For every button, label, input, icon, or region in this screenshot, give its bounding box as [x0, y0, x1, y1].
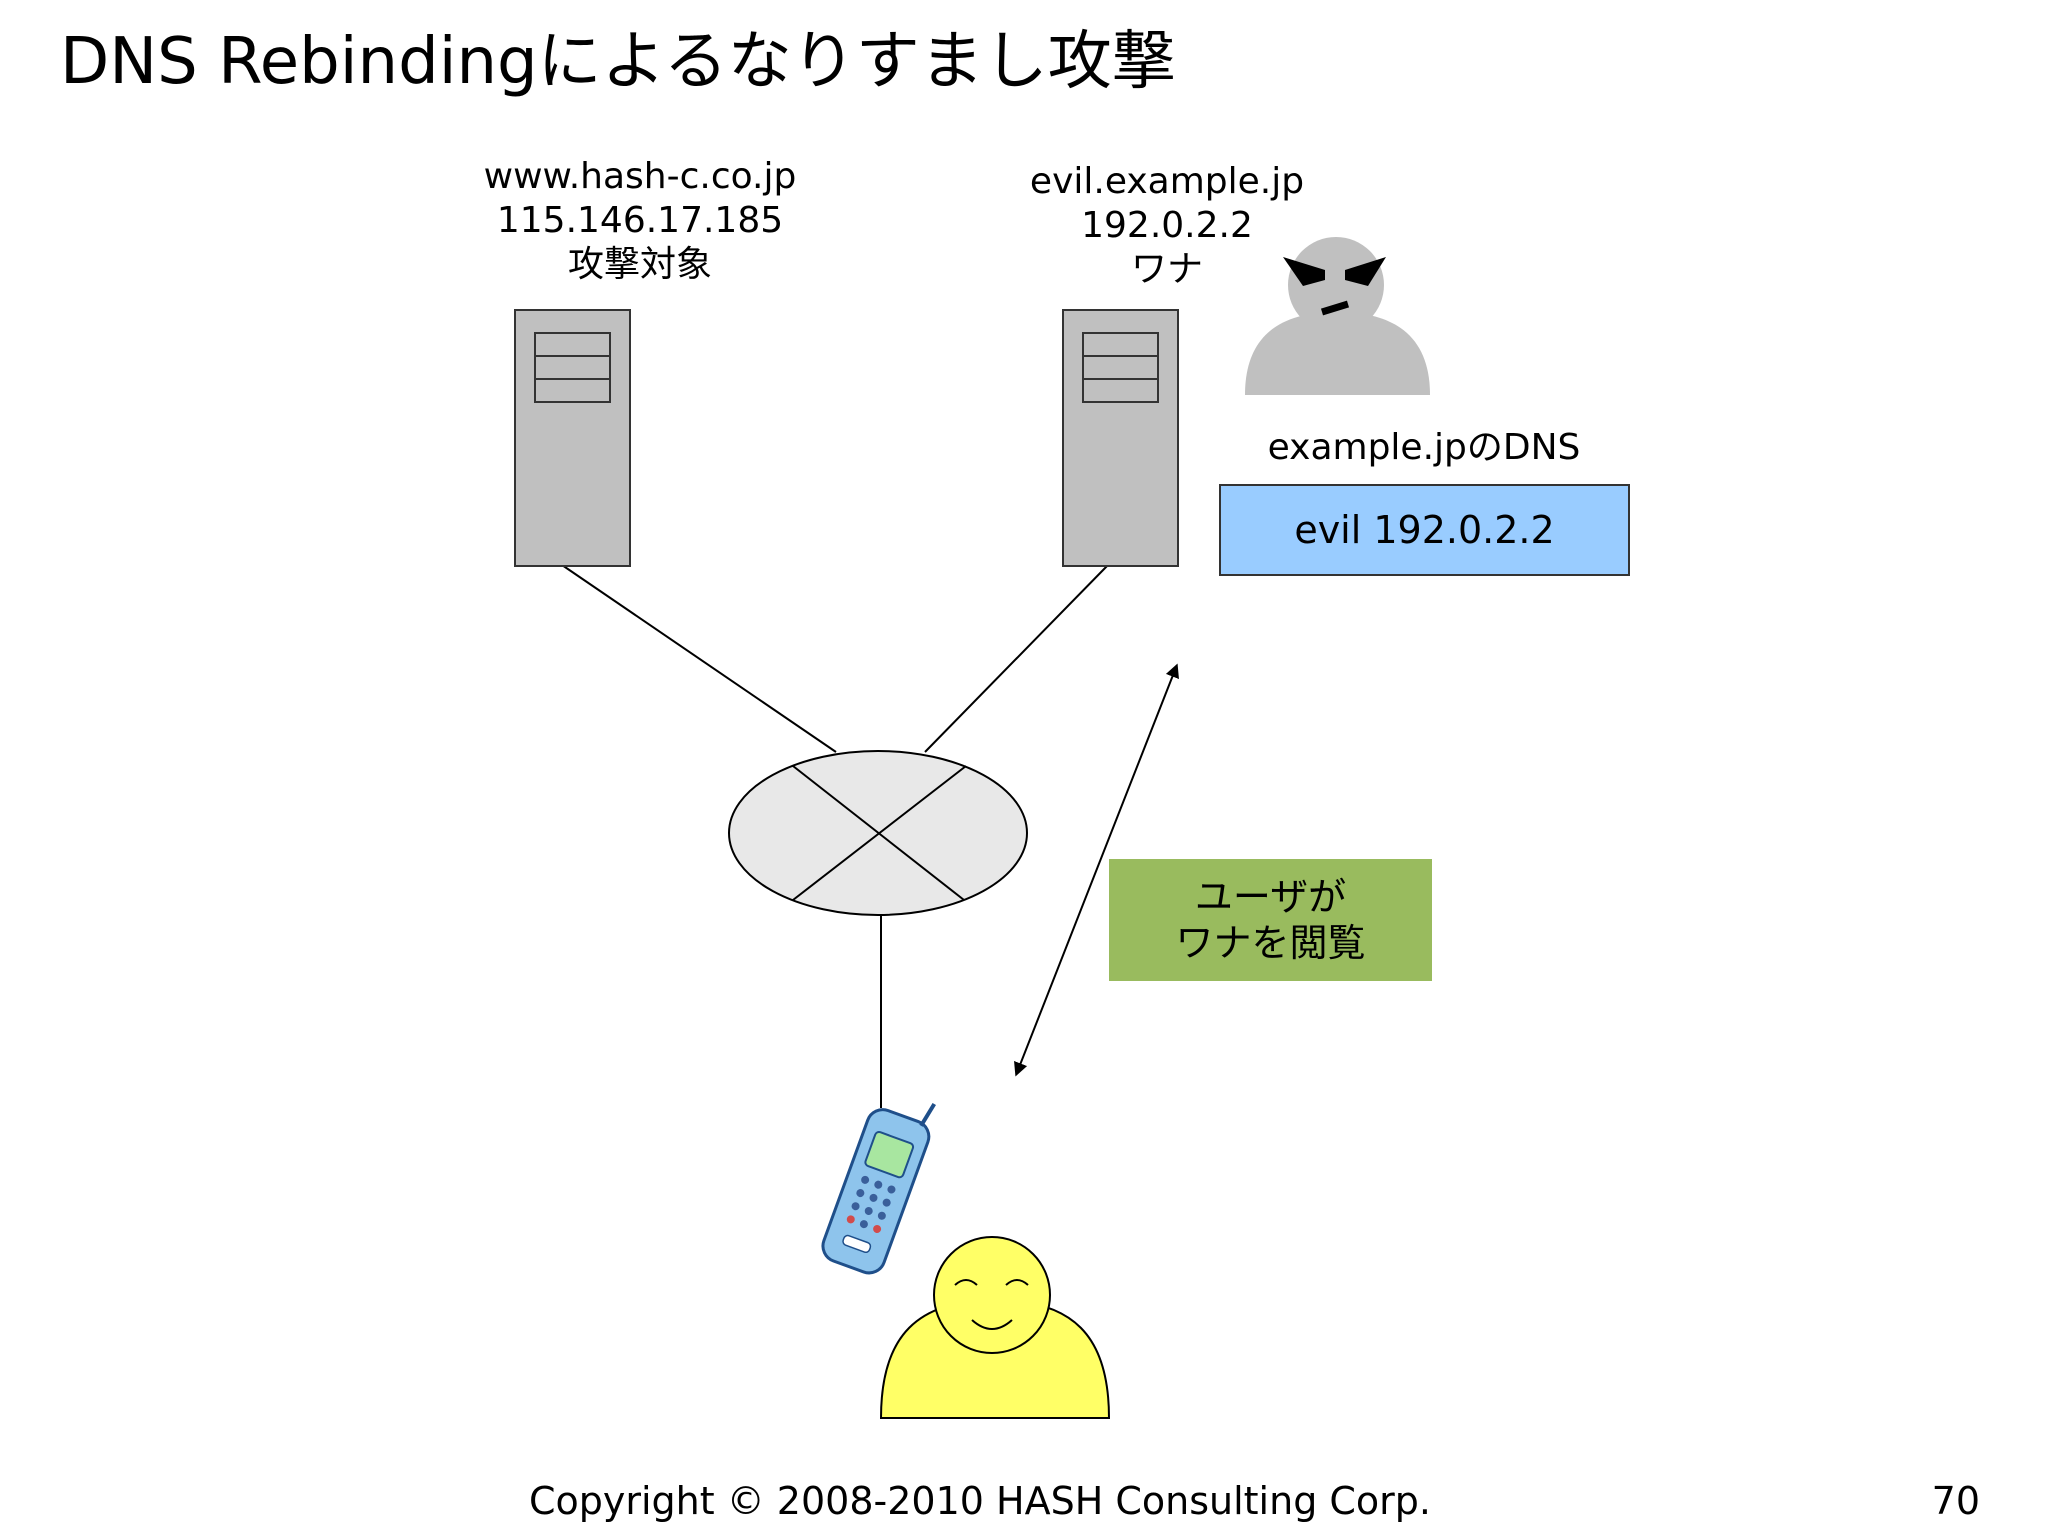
dns-record-box: evil 192.0.2.2	[1219, 484, 1630, 576]
mobile-phone-icon	[821, 1102, 936, 1275]
trap-server-ip: 192.0.2.2	[1081, 205, 1253, 246]
user-action-line1: ユーザが	[1194, 875, 1347, 919]
network-hub-icon	[728, 750, 1028, 916]
server-icon	[514, 309, 631, 567]
trap-server-host: evil.example.jp	[1029, 161, 1305, 202]
browse-arrow	[1014, 663, 1179, 1077]
trap-server-role: ワナ	[1130, 249, 1203, 290]
link-trap-to-network	[924, 564, 1109, 753]
user-action-line2: ワナを閲覧	[1175, 921, 1366, 965]
link-target-to-network	[561, 564, 837, 753]
server-icon	[1062, 309, 1179, 567]
slide-title: DNS Rebindingによるなりすまし攻撃	[60, 25, 1176, 99]
page-number: 70	[1931, 1479, 1980, 1523]
trap-server-label: evil.example.jp 192.0.2.2 ワナ	[967, 160, 1367, 292]
user-action-box: ユーザが ワナを閲覧	[1109, 859, 1432, 981]
dns-record: evil 192.0.2.2	[1294, 508, 1555, 552]
dns-caption: example.jpのDNS	[1267, 427, 1581, 468]
target-server-label: www.hash-c.co.jp 115.146.17.185 攻撃対象	[440, 155, 840, 287]
user-icon	[879, 1236, 1111, 1419]
target-server-ip: 115.146.17.185	[496, 200, 784, 241]
copyright-footer: Copyright © 2008-2010 HASH Consulting Co…	[528, 1479, 1432, 1523]
attacker-icon	[1245, 237, 1430, 395]
target-server-host: www.hash-c.co.jp	[483, 156, 797, 197]
target-server-role: 攻撃対象	[567, 244, 712, 285]
